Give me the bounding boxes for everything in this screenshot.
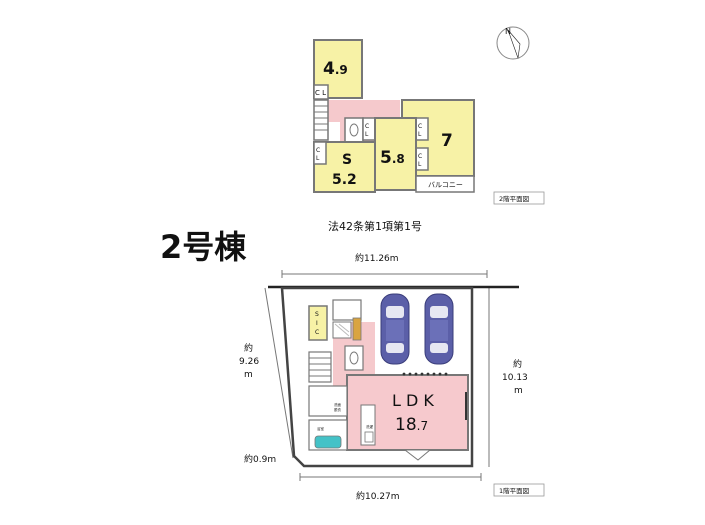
road-note: 法42条第1項第1号: [328, 219, 422, 233]
balcony-label: バルコニー: [428, 181, 463, 189]
building-title: 2号棟: [160, 228, 247, 266]
room-7-label: 7: [441, 131, 453, 151]
bathtub: [314, 435, 342, 449]
site-boundary: [280, 286, 474, 468]
dimension-left-prefix: 約: [244, 342, 253, 354]
dimension-bottom: 約10.27m: [356, 490, 400, 502]
dimension-right-value: 10.13: [502, 373, 528, 383]
closet-label: L: [418, 131, 422, 138]
room-s-5-2-label: 5.2: [332, 172, 357, 188]
closet-label: C: [365, 123, 369, 130]
dimension-left-value: 9.26: [239, 357, 259, 367]
ldk-size-label: 18.7: [395, 415, 428, 435]
second-floor-plan-label: 2階平面図: [499, 194, 529, 203]
toilet-2f: [344, 117, 364, 143]
compass-letter: N: [505, 27, 511, 36]
car-icon: [380, 293, 410, 365]
closet-label: L: [418, 161, 422, 168]
room-4-9-label: 4.9: [323, 59, 348, 79]
small-label: 脱衣: [334, 407, 342, 412]
dimension-left-unit: m: [244, 370, 253, 380]
stairs-2f: [313, 99, 329, 141]
dimension-right-prefix: 約: [513, 358, 522, 370]
car-icon: [424, 293, 454, 365]
small-label: 洗面: [334, 402, 342, 407]
room-s-label: S: [342, 152, 352, 168]
closet: [313, 84, 329, 100]
dimension-lines: [264, 270, 490, 481]
closet-label: C L: [315, 89, 326, 97]
shoe-closet: [308, 305, 328, 341]
entrance-step: [332, 299, 362, 321]
sic-label-s: S: [315, 311, 319, 318]
closet-label: L: [316, 155, 320, 162]
dimension-corner: 約0.9m: [244, 453, 276, 465]
window-marks: [402, 372, 448, 376]
room-5-8-label: 5.8: [380, 148, 405, 168]
washroom: [308, 385, 348, 417]
first-floor-plan-label: 1階平面図: [499, 486, 529, 495]
sic-label-i: I: [316, 320, 318, 327]
closet-label: C: [316, 147, 320, 154]
toilet-1f: [344, 345, 364, 371]
small-label: 浴室: [317, 426, 325, 431]
second-floor-plan: 4.9 7 5.8 S 5.2 バルコニー C L C L C L C L C …: [313, 39, 545, 205]
balcony: [415, 175, 475, 193]
sic-label-c: C: [315, 329, 319, 336]
ldk-label: L D K: [392, 391, 434, 410]
small-label: 洗濯: [366, 424, 374, 429]
compass-icon: N: [496, 26, 530, 60]
second-floor-plan-tag: [493, 191, 545, 205]
first-floor-plan-tag: [493, 483, 545, 497]
dimension-top: 約11.26m: [355, 252, 399, 264]
closet-label: C: [418, 123, 422, 130]
closet-label: C: [418, 153, 422, 160]
first-floor-plan: S I C: [268, 285, 545, 497]
closet-label: L: [365, 131, 369, 138]
stairs-1f: [308, 351, 332, 383]
dimension-right-unit: m: [514, 386, 523, 396]
